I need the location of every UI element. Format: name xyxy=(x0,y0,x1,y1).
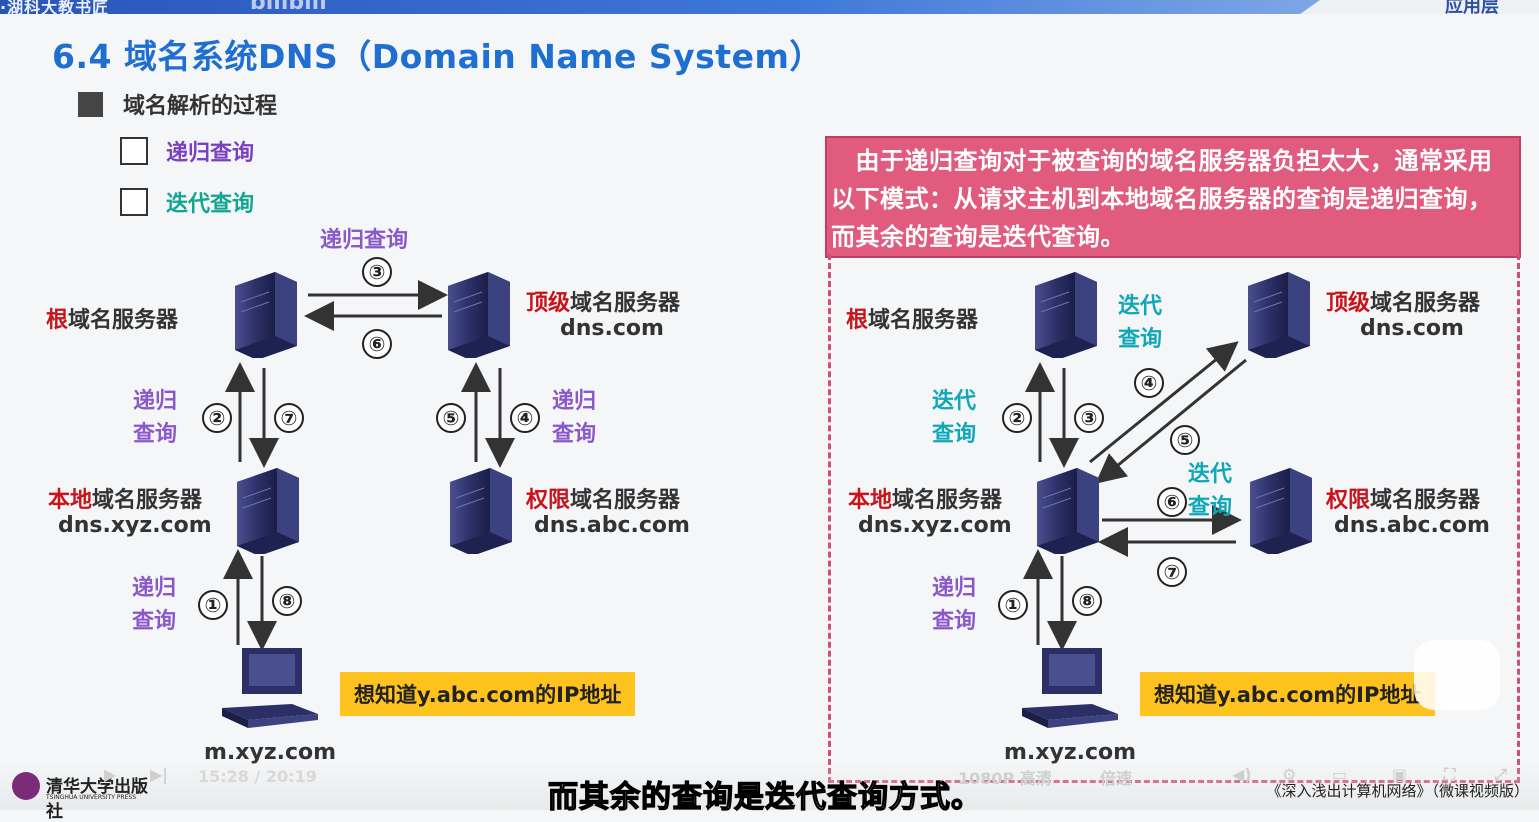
speed-button[interactable]: 倍速 xyxy=(1100,769,1133,788)
play-button[interactable]: ▶ xyxy=(104,765,117,784)
query-note: 想知道y.abc.com的IP地址 xyxy=(340,672,636,716)
publisher-logo: 清华大学出版社 TSINGHUA UNIVERSITY PRESS xyxy=(12,770,157,822)
local-server-icon xyxy=(237,468,299,554)
step-1: ① xyxy=(998,590,1028,620)
step-4: ④ xyxy=(1134,368,1164,398)
widescreen-icon[interactable]: ▣ xyxy=(1392,765,1408,784)
step-2: ② xyxy=(202,403,232,433)
root-server-label: 根域名服务器 xyxy=(846,308,979,333)
step-7: ⑦ xyxy=(274,403,304,433)
checkbox-icon xyxy=(120,137,148,165)
root-server-icon xyxy=(1035,272,1097,358)
playback-time: 15:28 / 20:19 xyxy=(198,767,317,786)
overlay-badge[interactable] xyxy=(1414,640,1500,710)
bullet-text: 域名解析的过程 xyxy=(123,94,278,119)
step-5: ⑤ xyxy=(1170,425,1200,455)
auth-iter-label: 迭代 查询 xyxy=(1188,462,1233,520)
section-bullet: 域名解析的过程 xyxy=(78,88,277,120)
auth-server-label: 权限域名服务器 xyxy=(1326,488,1481,513)
root-iter-label: 迭代 查询 xyxy=(1118,294,1163,352)
settings-icon[interactable]: ⚙ xyxy=(1282,765,1297,784)
publisher-english: TSINGHUA UNIVERSITY PRESS xyxy=(46,794,137,801)
subtitle-text: 而其余的查询是迭代查询方式。 xyxy=(547,779,982,815)
university-seal-icon xyxy=(12,772,40,800)
root-server-icon xyxy=(235,272,297,358)
slide-header: ·湖科大教书匠 bilibili 应用层 xyxy=(0,0,1539,17)
host-pc-icon xyxy=(222,648,318,728)
book-title: 《深入浅出计算机网络》（微课视频版） xyxy=(1266,782,1529,800)
left-iter-label: 迭代 查询 xyxy=(932,389,977,447)
header-band xyxy=(0,0,1320,14)
checkbox-iterative: 迭代查询 xyxy=(120,186,254,218)
top-query-label: 递归查询 xyxy=(320,228,409,253)
tld-server-icon xyxy=(448,272,510,358)
bottom-query-label: 递归 查询 xyxy=(932,576,977,634)
slide-title: 6.4 域名系统DNS（Domain Name System） xyxy=(52,37,823,76)
auth-domain: dns.abc.com xyxy=(1334,513,1490,538)
step-1: ① xyxy=(198,590,228,620)
checkbox-label: 递归查询 xyxy=(166,141,255,166)
local-domain: dns.xyz.com xyxy=(858,513,1012,538)
bilibili-logo: bilibili xyxy=(250,0,327,15)
auth-server-label: 权限域名服务器 xyxy=(526,488,681,513)
auth-server-icon xyxy=(1250,468,1312,554)
auth-server-icon xyxy=(450,468,512,554)
step-8: ⑧ xyxy=(1072,586,1102,616)
tld-server-label: 顶级域名服务器 xyxy=(526,291,681,316)
fullscreen-icon[interactable]: ⤢ xyxy=(1494,765,1507,784)
local-server-label: 本地域名服务器 xyxy=(48,488,203,513)
local-server-label: 本地域名服务器 xyxy=(848,488,1003,513)
query-note: 想知道y.abc.com的IP地址 xyxy=(1140,672,1436,716)
tld-server-label: 顶级域名服务器 xyxy=(1326,291,1481,316)
quality-button[interactable]: 1080P 高清 xyxy=(958,769,1052,788)
checkbox-recursive: 递归查询 xyxy=(120,135,254,167)
step-8: ⑧ xyxy=(272,586,302,616)
checkbox-label: 迭代查询 xyxy=(166,192,255,217)
step-6: ⑥ xyxy=(362,329,392,359)
webfullscreen-icon[interactable]: ⛶ xyxy=(1444,765,1456,784)
step-2: ② xyxy=(1002,403,1032,433)
step-5: ⑤ xyxy=(436,403,466,433)
step-3: ③ xyxy=(362,257,392,287)
tld-domain: dns.com xyxy=(1360,316,1464,341)
local-server-icon xyxy=(1037,468,1099,554)
step-7: ⑦ xyxy=(1157,557,1187,587)
step-6: ⑥ xyxy=(1157,487,1187,517)
auth-domain: dns.abc.com xyxy=(534,513,690,538)
video-player-controls xyxy=(0,760,1539,810)
tld-server-icon xyxy=(1248,272,1310,358)
pip-icon[interactable]: ▭ xyxy=(1332,765,1348,784)
right-query-label: 递归 查询 xyxy=(552,389,597,447)
local-domain: dns.xyz.com xyxy=(58,513,212,538)
channel-name: ·湖科大教书匠 xyxy=(0,0,110,17)
bullet-square-icon xyxy=(78,92,103,117)
root-server-label: 根域名服务器 xyxy=(46,308,179,333)
next-button[interactable]: ▶| xyxy=(150,765,169,784)
checkbox-icon xyxy=(120,188,148,216)
bottom-query-label: 递归 查询 xyxy=(132,576,177,634)
left-query-label: 递归 查询 xyxy=(133,389,178,447)
host-pc-icon xyxy=(1022,648,1118,728)
volume-icon[interactable]: ◀) xyxy=(1232,765,1252,784)
explanation-banner: 由于递归查询对于被查询的域名服务器负担太大，通常采用以下模式：从请求主机到本地域… xyxy=(825,136,1521,258)
tld-domain: dns.com xyxy=(560,316,664,341)
step-4: ④ xyxy=(510,403,540,433)
step-3: ③ xyxy=(1074,403,1104,433)
layer-label: 应用层 xyxy=(1445,0,1499,17)
